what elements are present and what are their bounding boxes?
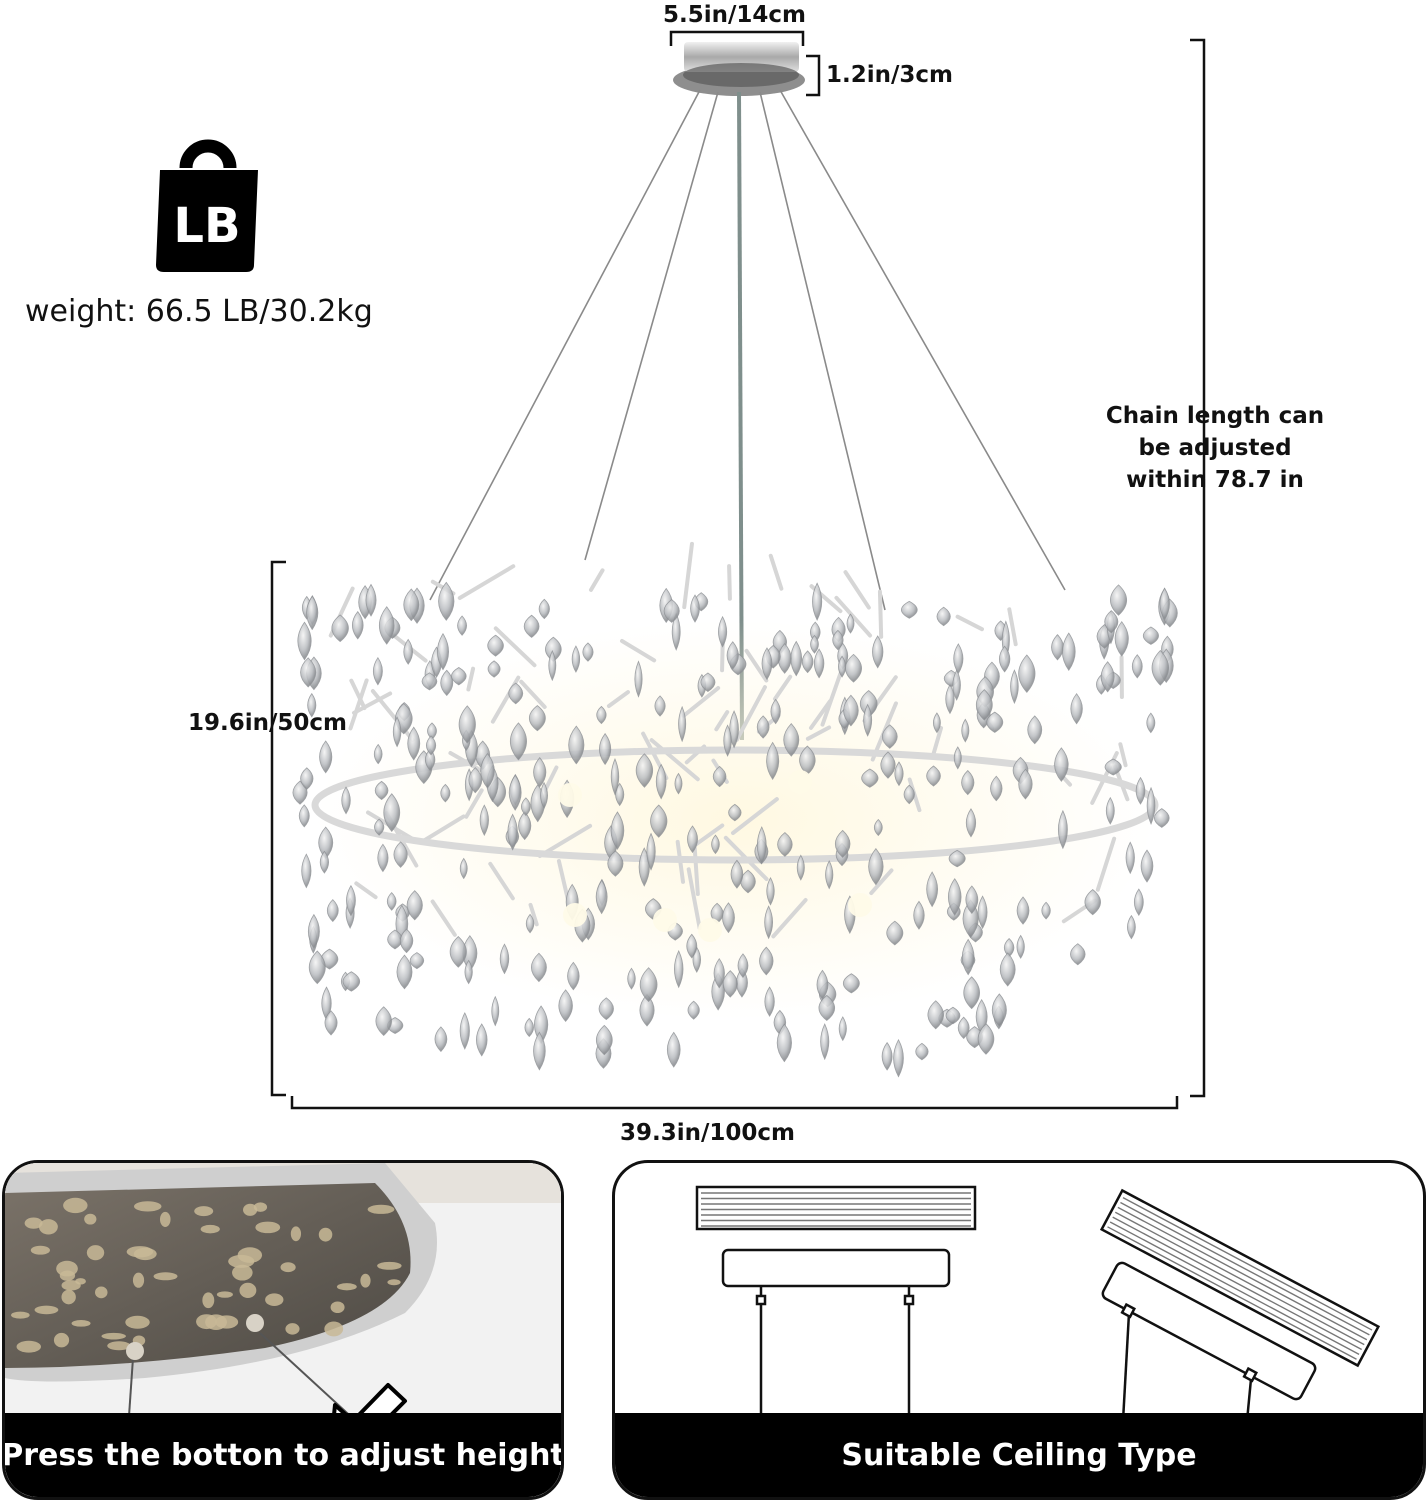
weight-text: weight: 66.5 LB/30.2kg: [25, 294, 373, 329]
body-height-bracket: [270, 560, 286, 1097]
canopy-height-bracket: [806, 54, 821, 97]
ceiling-canopy: [673, 42, 805, 96]
canopy-width-bracket: [669, 30, 805, 46]
weight-icon: LB: [156, 139, 258, 272]
chain-length-bracket: [1190, 38, 1206, 1098]
adjust-height-caption: Press the botton to adjust height: [5, 1413, 561, 1497]
body-width-bracket: [290, 1096, 1179, 1110]
weight-icon-label: LB: [173, 198, 240, 254]
body-width-label: 39.3in/100cm: [620, 1120, 796, 1146]
ceiling-type-caption: Suitable Ceiling Type: [615, 1413, 1423, 1497]
ceiling-type-diagram: [695, 1185, 1381, 1422]
body-height-label: 19.6in/50cm: [188, 710, 348, 736]
adjust-height-panel: Press the botton to adjust height: [2, 1160, 564, 1500]
ceiling-type-panel: Suitable Ceiling Type: [612, 1160, 1426, 1500]
chandelier-body: [292, 541, 1178, 1078]
flat-ceiling-diagram: [695, 1185, 977, 1421]
sloped-ceiling-diagram: [1099, 1188, 1381, 1422]
canopy-width-label: 5.5in/14cm: [663, 2, 807, 28]
canopy-height-label: 1.2in/3cm: [826, 62, 954, 88]
chandelier-illustration: LB: [156, 30, 1206, 1110]
suspension-cables: [429, 89, 1066, 611]
chain-length-note: Chain length can be adjusted within 78.7…: [1105, 403, 1325, 493]
